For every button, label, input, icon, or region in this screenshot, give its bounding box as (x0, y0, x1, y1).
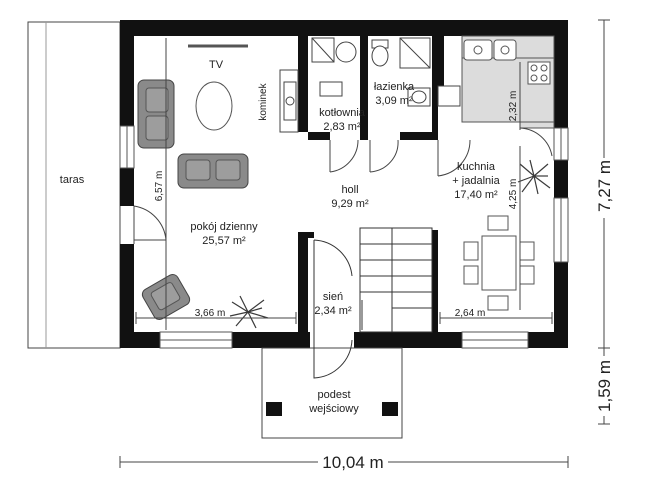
dim-height-total: 7,27 m (595, 160, 614, 212)
plant-salon (229, 295, 269, 329)
dim-kitchen-width: 2,64 m (455, 308, 486, 319)
dim-landing-depth-bg (592, 356, 616, 416)
label-kitchen-name-1: kuchnia (457, 161, 496, 173)
inner-dimension-lines (135, 38, 553, 330)
label-kitchen-area: 17,40 m² (454, 189, 498, 201)
dim-counter-depth: 2,32 m (508, 91, 519, 122)
label-boiler-area: 2,83 m² (323, 121, 361, 133)
doors (133, 127, 553, 244)
label-bathroom-area: 3,09 m² (375, 95, 413, 107)
label-terrace: taras (60, 174, 85, 186)
terrace-area (27, 21, 121, 349)
label-boiler-name: kotłownia (319, 107, 366, 119)
entrance-landing (261, 239, 403, 439)
sofa-center (177, 153, 249, 189)
label-fireplace: kominek (258, 82, 269, 120)
coffee-table (195, 81, 233, 131)
dim-salon-width: 3,66 m (195, 308, 226, 319)
staircase (359, 227, 433, 333)
dining-table (463, 215, 535, 311)
dim-width-total-bg (318, 450, 388, 472)
label-landing-name-2: wejściowy (308, 403, 359, 415)
plant-kitchen (517, 159, 551, 195)
boiler-room-fixtures (311, 37, 357, 97)
dim-landing-depth: 1,59 m (595, 360, 614, 412)
fireplace (279, 69, 299, 133)
kitchen-counter (461, 35, 555, 129)
bathroom-fixtures (371, 37, 461, 107)
dim-width-total: 10,04 m (322, 453, 383, 472)
exterior-walls (120, 20, 568, 348)
label-hall-area: 9,29 m² (331, 198, 369, 210)
label-hall-name: holl (341, 184, 358, 196)
dim-height-total-bg (592, 158, 616, 218)
label-salon-area: 25,57 m² (202, 235, 246, 247)
label-salon-name: pokój dzienny (190, 221, 258, 233)
interior-walls (298, 36, 444, 332)
label-kitchen-name-2: + jadalnia (452, 175, 500, 187)
label-landing-name-1: podest (317, 389, 350, 401)
dim-salon-depth: 6,57 m (154, 171, 165, 202)
dim-kitchen-depth: 4,25 m (508, 179, 519, 210)
label-bathroom-name: łazienka (374, 81, 415, 93)
windows (119, 125, 569, 349)
label-vestibule-name: sień (323, 291, 343, 303)
label-vestibule-area: 2,34 m² (314, 305, 352, 317)
sofa-left (137, 79, 175, 149)
label-tv: TV (209, 59, 224, 71)
